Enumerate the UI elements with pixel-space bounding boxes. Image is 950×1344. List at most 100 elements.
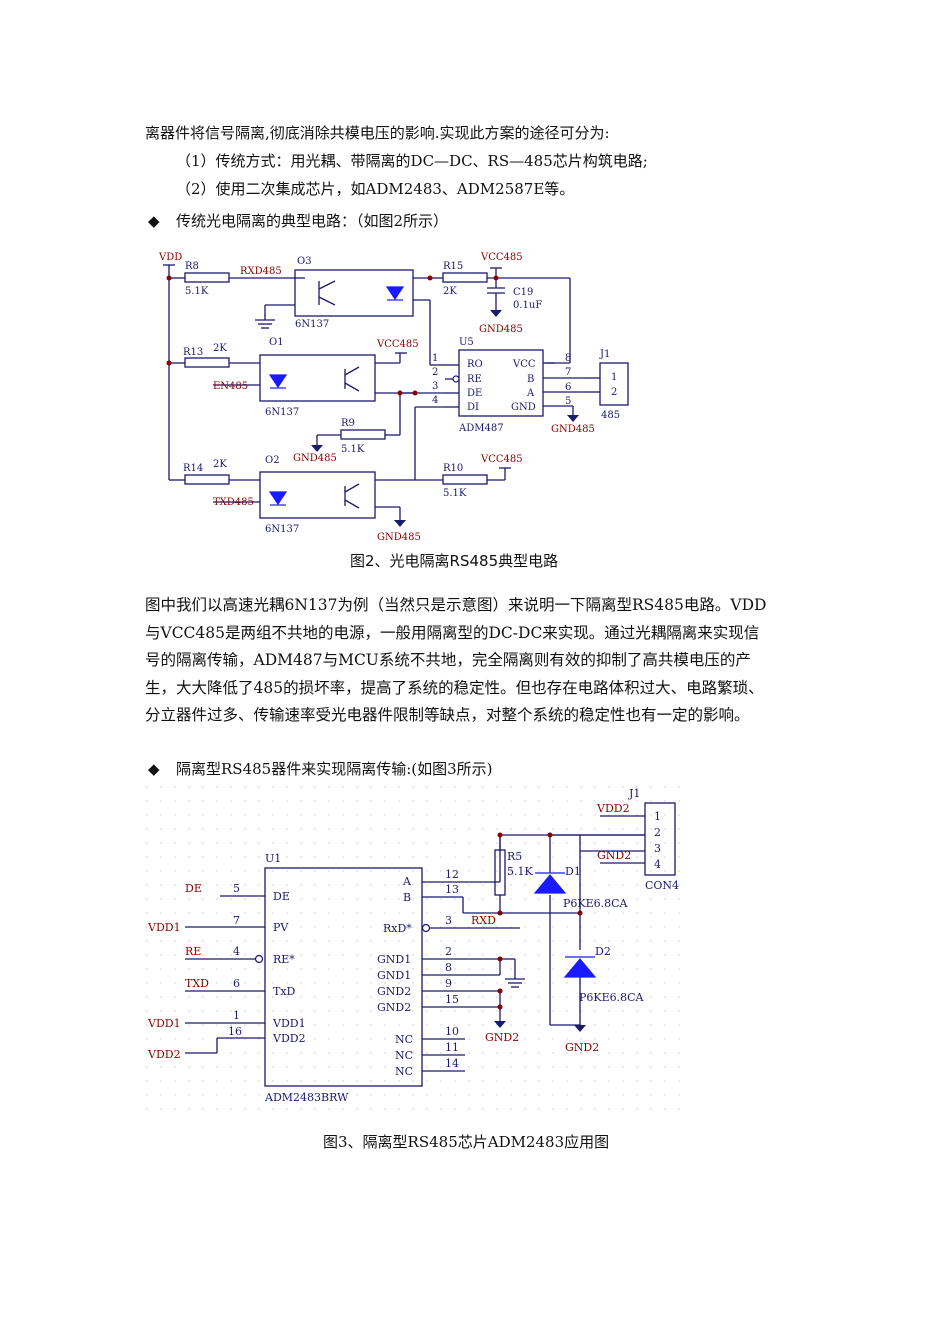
u5-pin-6: 6 xyxy=(565,382,571,393)
pin-num-3: 3 xyxy=(445,914,452,927)
net-gnd2-a: GND2 xyxy=(485,1031,519,1044)
label-adm2483: ADM2483BRW xyxy=(264,1091,349,1104)
intro-line-3: （2）使用二次集成芯片，如ADM2483、ADM2587E等。 xyxy=(176,180,575,198)
pin-num-10: 10 xyxy=(445,1025,459,1038)
label-r5-value: 5.1K xyxy=(507,865,533,878)
label-r13-value: 2K xyxy=(213,343,227,354)
net-gnd485-4: GND485 xyxy=(377,532,421,543)
net-vcc485-3: VCC485 xyxy=(480,454,523,465)
pin-ro: RO xyxy=(467,359,483,370)
pin-nc-2: NC xyxy=(395,1049,413,1062)
diamond-bullet-icon: ◆ xyxy=(148,760,160,778)
j1-pin-1: 1 xyxy=(611,372,617,383)
pin-vdd1: VDD1 xyxy=(272,1017,306,1030)
pin-re: RE* xyxy=(273,953,295,966)
net-vdd1-a: VDD1 xyxy=(147,921,181,934)
bullet-text: 隔离型RS485器件来实现隔离传输:(如图3所示) xyxy=(176,760,493,778)
pin-num-4: 4 xyxy=(233,945,240,958)
pin-gnd: GND xyxy=(511,402,536,413)
pin-num-7: 7 xyxy=(233,914,240,927)
paragraph-line: 图中我们以高速光耦6N137为例（当然只是示意图）来说明一下隔离型RS485电路… xyxy=(145,596,767,614)
pin-gnd1-b: GND1 xyxy=(377,969,411,982)
u5-pin-1: 1 xyxy=(432,353,438,364)
pin-num-8: 8 xyxy=(445,961,452,974)
intro-line-2: （1）传统方式：用光耦、带隔离的DC—DC、RS—485芯片构筑电路; xyxy=(176,152,648,170)
pin-di: DI xyxy=(467,402,479,413)
label-d1-value: P6KE6.8CA xyxy=(563,897,629,910)
con-pin-1: 1 xyxy=(654,810,661,823)
label-d2: D2 xyxy=(595,945,611,958)
pin-rxd: RxD* xyxy=(383,922,412,935)
label-r5: R5 xyxy=(507,850,522,863)
net-txd485: TXD485 xyxy=(213,497,254,508)
pin-nc-3: NC xyxy=(395,1065,413,1078)
label-j1-name: 485 xyxy=(601,410,620,421)
label-u5: U5 xyxy=(459,337,474,348)
paragraph-line: 分立器件过多、传输速率受光电器件限制等缺点，对整个系统的稳定性也有一定的影响。 xyxy=(145,706,750,724)
figure-2-caption: 图2、光电隔离RS485典型电路 xyxy=(350,552,559,570)
net-vdd1-b: VDD1 xyxy=(147,1017,181,1030)
label-d1: D1 xyxy=(565,865,581,878)
pin-num-11: 11 xyxy=(445,1041,459,1054)
label-r8: R8 xyxy=(185,261,199,272)
net-vdd2-b: VDD2 xyxy=(596,802,630,815)
paragraph-line: 与VCC485是两组不共地的电源，一般用隔离型的DC-DC来实现。通过光耦隔离来… xyxy=(145,623,760,642)
paragraph-line: 号的隔离传输，ADM487与MCU系统不共地，完全隔离则有效的抑制了高共模电压的… xyxy=(145,651,751,669)
bullet-heading-2: ◆ 隔离型RS485器件来实现隔离传输:(如图3所示) xyxy=(148,758,493,779)
pin-num-9: 9 xyxy=(445,977,452,990)
diamond-bullet-icon: ◆ xyxy=(148,212,160,230)
u5-pin-5: 5 xyxy=(565,396,571,407)
label-o4-part: 6N137 xyxy=(265,407,299,418)
figure-3-caption: 图3、隔离型RS485芯片ADM2483应用图 xyxy=(323,1133,610,1151)
body-paragraph: 图中我们以高速光耦6N137为例（当然只是示意图）来说明一下隔离型RS485电路… xyxy=(145,592,815,730)
label-j1: J1 xyxy=(599,349,610,360)
pin-num-13: 13 xyxy=(445,883,459,896)
net-vcc485-1: VCC485 xyxy=(480,252,523,263)
pin-re: RE xyxy=(467,374,482,385)
con-pin-3: 3 xyxy=(654,842,661,855)
pin-gnd2-a: GND2 xyxy=(377,985,411,998)
pin-gnd2-b: GND2 xyxy=(377,1001,411,1014)
figure-3-schematic: U1 ADM2483BRW DE VDD1 RE TXD VDD1 VDD2 D… xyxy=(145,785,690,1110)
label-r8-value: 5.1K xyxy=(185,286,209,297)
net-vcc485-2: VCC485 xyxy=(376,339,419,350)
label-o2: O2 xyxy=(265,455,280,466)
net-txd: TXD xyxy=(185,977,209,990)
pin-a: A xyxy=(402,875,412,888)
label-j1: J1 xyxy=(628,787,640,800)
net-en485: EN485 xyxy=(213,381,248,392)
net-gnd485-1: GND485 xyxy=(479,324,523,335)
label-r15: R15 xyxy=(443,261,463,272)
pin-gnd1-a: GND1 xyxy=(377,953,411,966)
net-gnd2-c: GND2 xyxy=(597,849,631,862)
label-c19-value: 0.1uF xyxy=(513,300,542,311)
net-rxd: RXD xyxy=(471,914,496,927)
bullet-text: 传统光电隔离的典型电路：（如图2所示） xyxy=(176,212,449,230)
net-gnd485-3: GND485 xyxy=(551,424,595,435)
label-o3: O3 xyxy=(297,256,312,267)
u5-pin-7: 7 xyxy=(565,367,571,378)
u5-pin-2: 2 xyxy=(432,367,438,378)
intro-line-1: 离器件将信号隔离,彻底消除共模电压的影响.实现此方案的途径可分为: xyxy=(145,124,610,142)
pin-nc-1: NC xyxy=(395,1033,413,1046)
con-pin-2: 2 xyxy=(654,826,661,839)
label-r10: R10 xyxy=(443,463,463,474)
pin-vdd2: VDD2 xyxy=(272,1032,306,1045)
pin-a: A xyxy=(526,388,535,399)
label-o1: O1 xyxy=(269,337,284,348)
pin-de: DE xyxy=(467,388,482,399)
paragraph-line: 生，大大降低了485的损坏率，提高了系统的稳定性。但也存在电路体积过大、电路繁琐… xyxy=(145,678,764,697)
net-rxd485: RXD485 xyxy=(240,266,282,277)
label-con4: CON4 xyxy=(645,879,679,892)
pin-num-2: 2 xyxy=(445,945,452,958)
bullet-heading-1: ◆ 传统光电隔离的典型电路：（如图2所示） xyxy=(148,210,448,231)
j1-pin-2: 2 xyxy=(611,387,617,398)
label-d2-value: P6KE6.8CA xyxy=(579,991,645,1004)
pin-pv: PV xyxy=(273,921,289,934)
pin-num-1: 1 xyxy=(233,1009,240,1022)
net-vdd2-a: VDD2 xyxy=(147,1048,181,1061)
pin-b: B xyxy=(527,374,534,385)
label-r9-value: 5.1K xyxy=(341,444,365,455)
label-r14-value: 2K xyxy=(213,459,227,470)
pin-vcc: VCC xyxy=(512,359,536,370)
